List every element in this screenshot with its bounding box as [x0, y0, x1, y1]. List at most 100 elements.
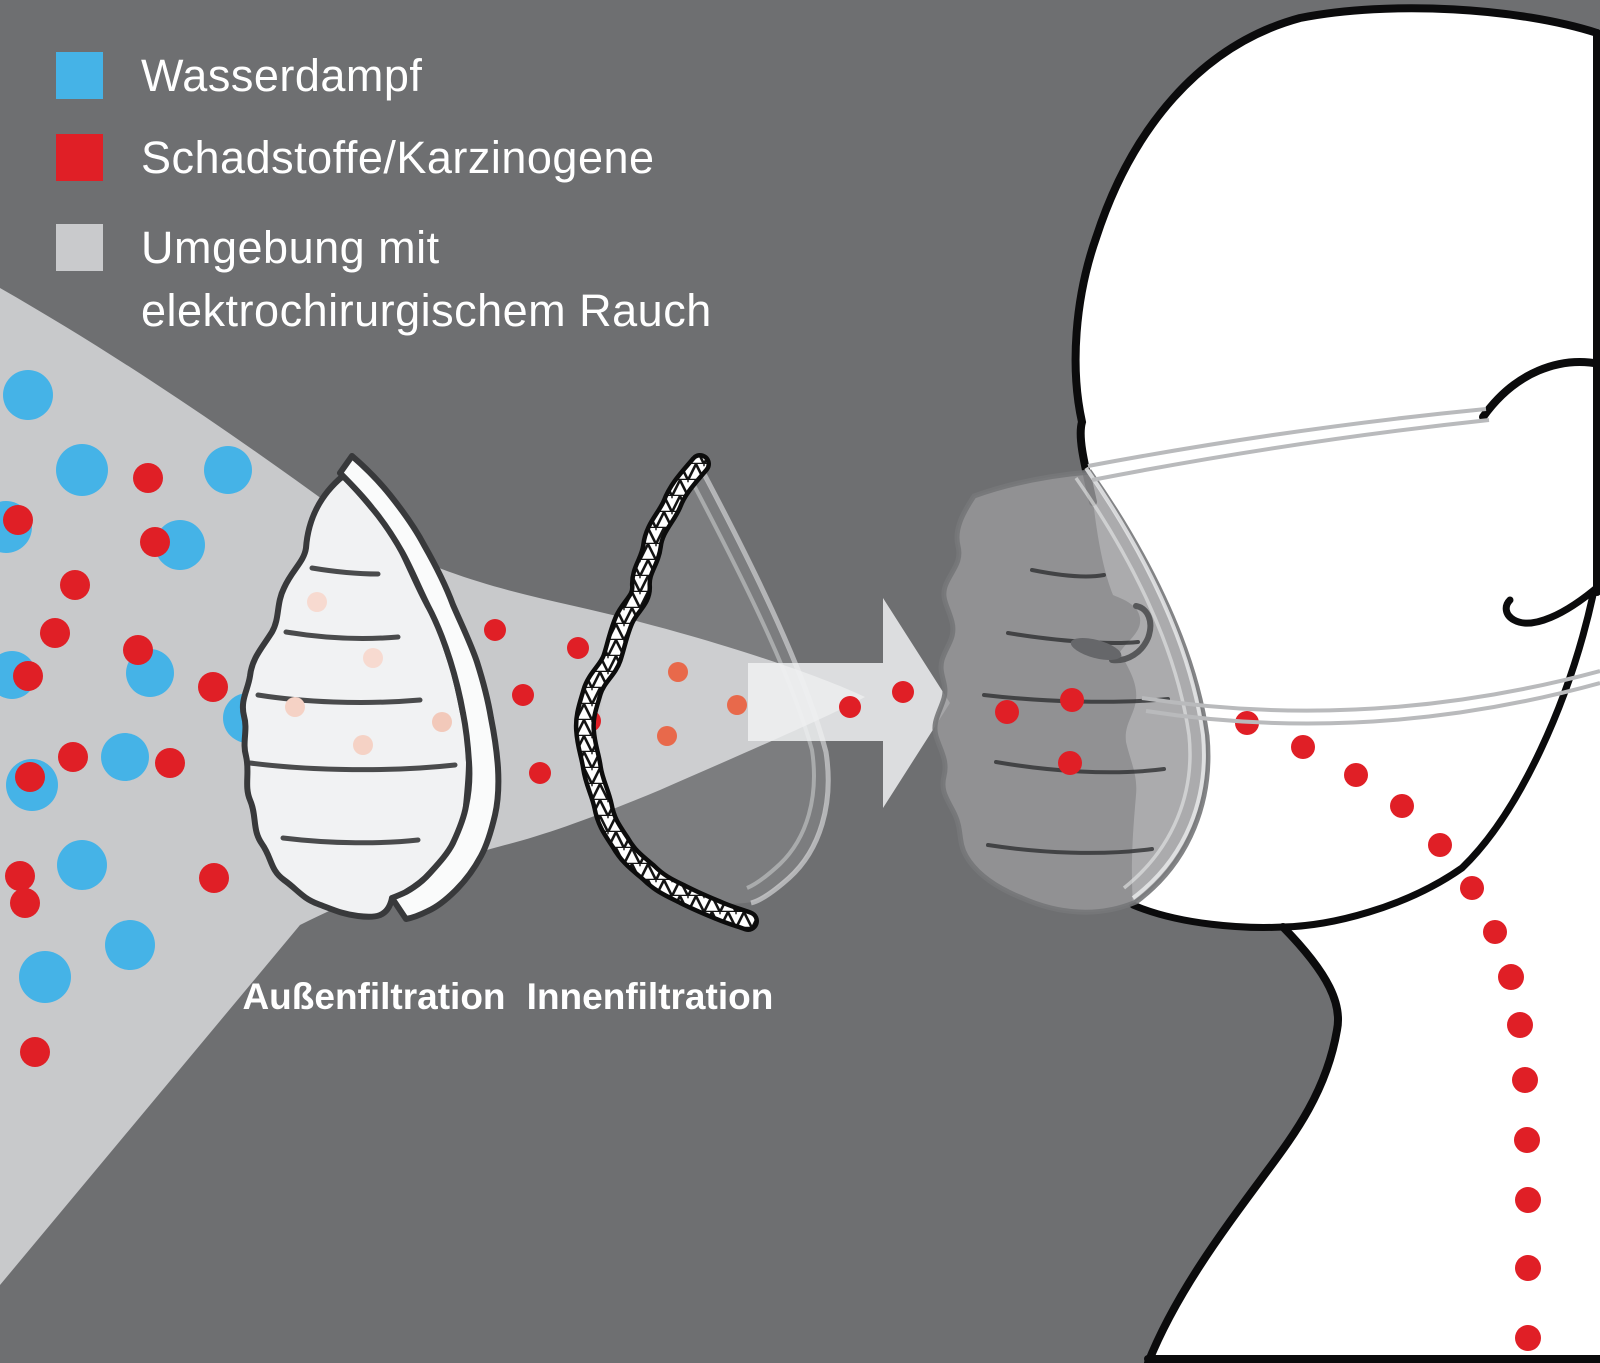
particle-dot: [1515, 1255, 1541, 1281]
ghost-mask: [599, 453, 831, 906]
lower-strap-line-2: [1145, 681, 1600, 726]
hazard-particles: [3, 463, 229, 1067]
outer-mask: [239, 453, 502, 922]
particle-dot: [363, 648, 383, 668]
particle-dot: [484, 619, 506, 641]
particle-dot: [1291, 735, 1315, 759]
particle-dot: [1514, 1127, 1540, 1153]
passed-inner-particles: [657, 662, 747, 746]
vapor-swatch-icon: [56, 52, 103, 99]
particle-dot: [657, 726, 677, 746]
head-outline-strokes: [1071, 4, 1600, 1363]
particle-dot: [60, 570, 90, 600]
particle-dot: [432, 712, 452, 732]
chin-line: [1129, 901, 1287, 931]
head-profile: [1071, 4, 1600, 1363]
particle-dot: [40, 618, 70, 648]
forehead-crown-outline: [1071, 4, 1600, 506]
outer-mask-pleats: [247, 565, 458, 846]
particle-dot: [1498, 964, 1524, 990]
particle-dot: [155, 520, 205, 570]
neck-chest-line: [1144, 923, 1342, 1363]
particle-dot: [1060, 688, 1084, 712]
particle-dot: [995, 700, 1019, 724]
particle-dot: [57, 840, 107, 890]
particle-dot: [1390, 794, 1414, 818]
particle-dot: [105, 920, 155, 970]
particle-dot: [155, 748, 185, 778]
particle-dot: [353, 735, 373, 755]
mask-straps: [1087, 407, 1600, 726]
outer-mask-rim: [337, 453, 502, 922]
legend-item-wasserdampf: Wasserdampf: [56, 50, 422, 107]
earlobe-outline: [1502, 581, 1600, 627]
particle-dot: [3, 505, 33, 535]
particle-dot: [123, 635, 153, 665]
particle-dot: [199, 863, 229, 893]
captured-particles: [285, 592, 452, 755]
particle-dot: [58, 742, 88, 772]
particle-dot: [668, 662, 688, 682]
particle-dot: [56, 444, 108, 496]
particle-dot: [839, 696, 861, 718]
legend-label-line2: elektrochirurgischem Rauch: [141, 285, 712, 336]
particle-dot: [285, 697, 305, 717]
inhaled-particle-trail: [1235, 711, 1541, 1351]
worn-mask: [932, 407, 1600, 915]
particle-dot: [1460, 876, 1484, 900]
particle-dot: [1344, 763, 1368, 787]
particle-dot: [307, 592, 327, 612]
hazard-swatch-icon: [56, 134, 103, 181]
ghost-mask-rim-inner: [684, 469, 816, 890]
particle-dot: [13, 661, 43, 691]
smoke-swatch-icon: [56, 224, 103, 271]
worn-mask-seam-inner: [1074, 476, 1192, 890]
particle-dot: [10, 888, 40, 918]
particle-dot: [1515, 1325, 1541, 1351]
legend-label: Schadstoffe/Karzinogene: [141, 132, 655, 183]
particle-dot: [1483, 920, 1507, 944]
particle-dot: [19, 951, 71, 1003]
head-body-shape: [1075, 8, 1600, 1363]
upper-strap-line-2: [1091, 418, 1490, 482]
inner-filter-membrane: [573, 453, 759, 932]
particle-dot: [3, 370, 53, 420]
particle-dot: [1058, 751, 1082, 775]
ghost-mask-rim-outer: [691, 453, 831, 906]
lower-strap-line-1: [1141, 669, 1600, 713]
particle-dot: [101, 733, 149, 781]
upper-strap-line-1: [1087, 407, 1487, 468]
particle-dot: [15, 762, 45, 792]
legend-item-umgebung: Umgebung mit elektrochirurgischem Rauch: [56, 222, 712, 342]
particle-dot: [140, 527, 170, 557]
particle-dot: [1507, 1012, 1533, 1038]
particle-dot: [1512, 1067, 1538, 1093]
jaw-line: [1279, 591, 1597, 931]
particle-dot: [1515, 1187, 1541, 1213]
nostril: [1070, 638, 1122, 660]
legend-item-schadstoffe: Schadstoffe/Karzinogene: [56, 132, 655, 189]
ear-top-outline: [1479, 358, 1600, 421]
inner-filtration-label: Innenfiltration: [526, 976, 774, 1017]
on-mask-particles: [995, 688, 1084, 775]
ghost-mask-fill: [599, 458, 827, 904]
approach-face-particles: [839, 681, 914, 718]
particle-dot: [727, 695, 747, 715]
particle-dot: [5, 861, 35, 891]
particle-dot: [892, 681, 914, 703]
legend-label-line1: Umgebung mit: [141, 222, 440, 273]
particle-dot: [204, 446, 252, 494]
particle-dot: [198, 672, 228, 702]
particle-dot: [567, 637, 589, 659]
nose-outline: [1109, 603, 1154, 664]
legend-label: Umgebung mit elektrochirurgischem Rauch: [141, 216, 712, 342]
particle-dot: [20, 1037, 50, 1067]
particle-dot: [529, 762, 551, 784]
particle-dot: [512, 684, 534, 706]
particle-dot: [1428, 833, 1452, 857]
legend-label: Wasserdampf: [141, 50, 423, 101]
particle-dot: [133, 463, 163, 493]
inner-filter-mesh: [578, 457, 755, 928]
